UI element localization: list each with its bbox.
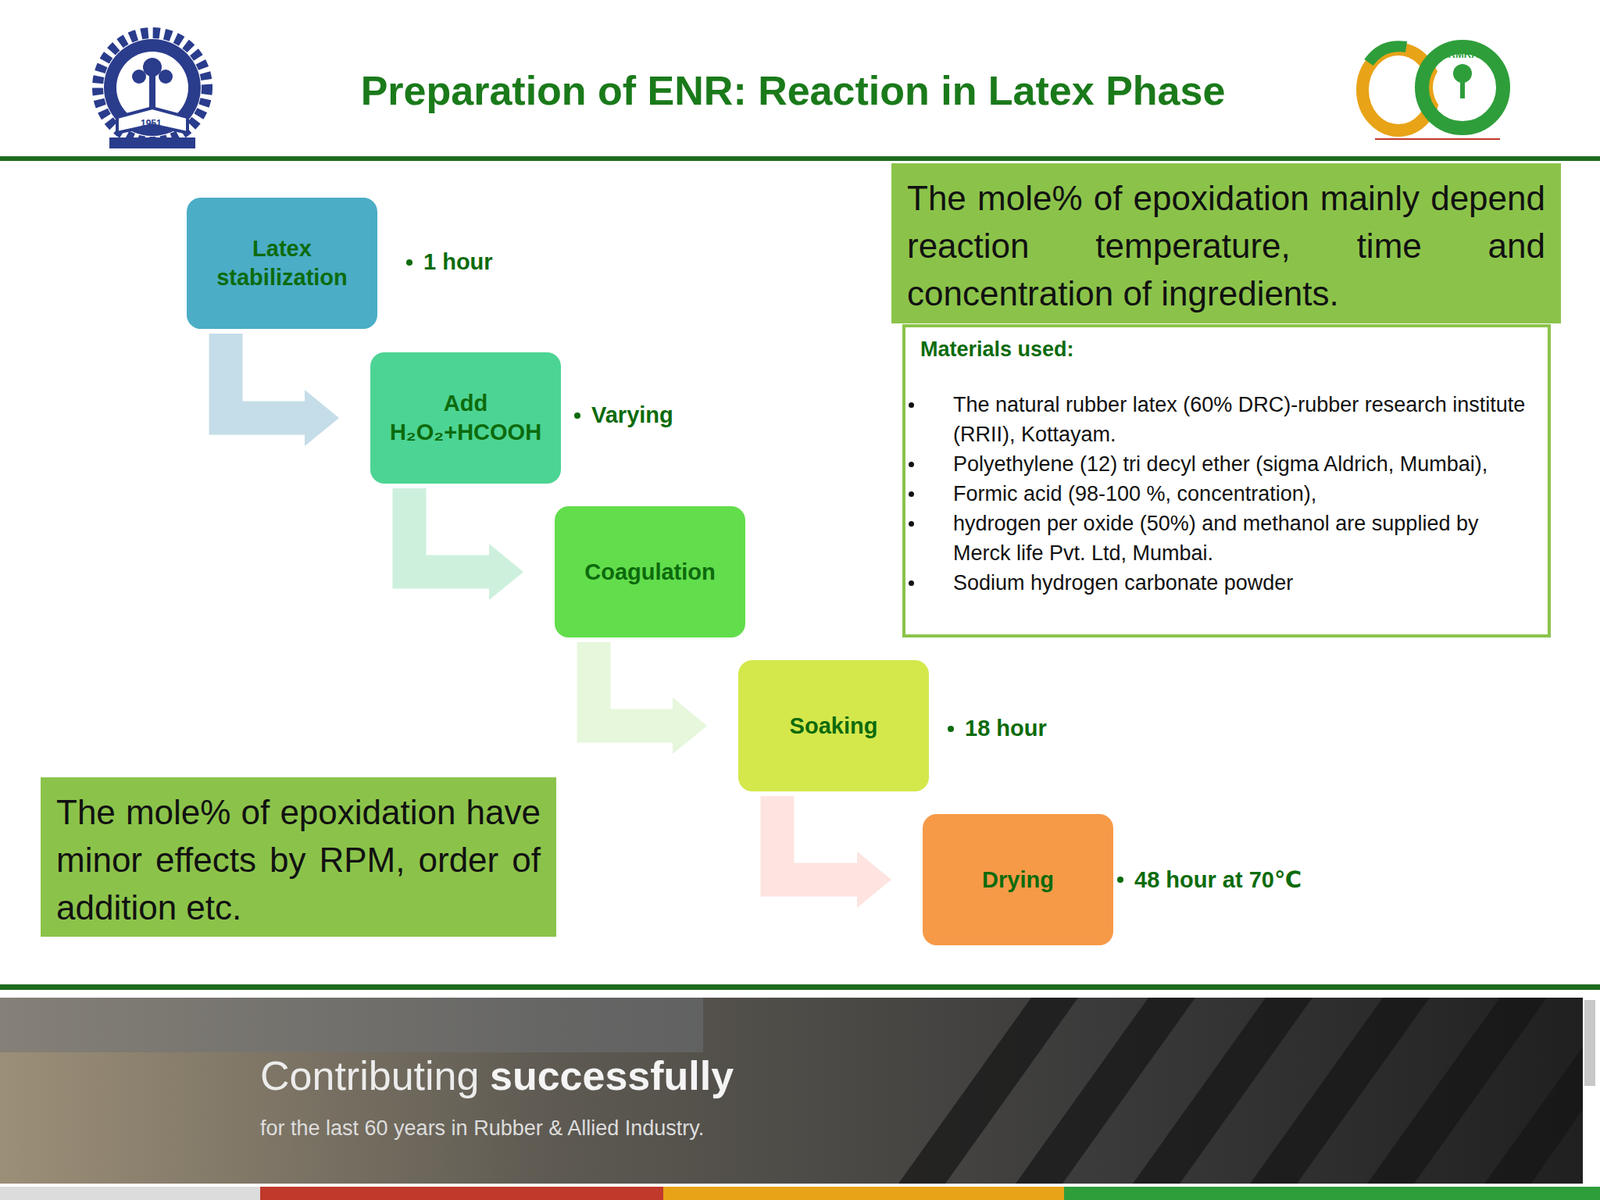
bullet-dot: [947, 725, 954, 733]
institute-logo: [97, 32, 208, 149]
bullet-note: Varying: [574, 402, 674, 429]
item-text: Sodium hydrogen carbonate powder: [953, 571, 1293, 595]
banner-text: Contributing: [260, 1051, 479, 1100]
process-box: Drying: [922, 814, 1114, 946]
arrow-head: [857, 851, 892, 908]
flow-arrow: [777, 796, 892, 908]
duration-label: 48 hour at 70℃: [1134, 866, 1302, 893]
logo-text: IRMRA: [1445, 48, 1479, 61]
slide-title: Preparation of ENR: Reaction in Latex Ph…: [0, 65, 1586, 116]
banner-text: for the last 60 years in Rubber & Allied…: [260, 1115, 704, 1141]
step-label: Add H₂O₂+HCOOH: [378, 389, 554, 447]
process-box: Add H₂O₂+HCOOH: [370, 352, 561, 484]
bullet-dot: [908, 580, 915, 586]
bullet-note: 1 hour: [406, 249, 493, 275]
bullet-dot: [908, 402, 915, 408]
flow-arrow: [225, 333, 340, 447]
banner-photo: [0, 997, 1596, 1184]
note-box: The mole% of epoxidation have minor effe…: [40, 777, 557, 937]
bullet-note: 18 hour: [947, 715, 1047, 742]
list-item: Polyethylene (12) tri decyl ether (sigma…: [905, 449, 1534, 479]
step-label: Latex stabilization: [194, 234, 370, 293]
step-label: Soaking: [789, 711, 879, 741]
list-item: The natural rubber latex (60% DRC)-rubbe…: [905, 389, 1534, 450]
flow-arrow: [593, 642, 708, 754]
note-text: The mole% of epoxidation have minor effe…: [56, 788, 541, 932]
arrow-head: [304, 389, 340, 447]
arrow-shaft: [777, 796, 858, 880]
duration-label: Varying: [591, 402, 674, 429]
bullet-dot: [908, 491, 915, 497]
process-box: Latex stabilization: [186, 197, 378, 329]
step-label: Coagulation: [584, 557, 716, 587]
arrow-shaft: [593, 642, 673, 726]
arrow-head: [489, 543, 524, 600]
logo-text: 1951: [140, 117, 162, 129]
note-box: The mole% of epoxidation mainly depend r…: [891, 163, 1561, 324]
rule-line: [0, 156, 1600, 161]
materials-list: The natural rubber latex (60% DRC)-rubbe…: [905, 389, 1534, 598]
rule-line: [0, 984, 1600, 990]
process-box: Coagulation: [554, 506, 746, 638]
bullet-dot: [1117, 876, 1124, 883]
bullet-note: 48 hour at 70℃: [1117, 866, 1302, 893]
arrow-head: [672, 697, 708, 754]
item-text: The natural rubber latex (60% DRC)-rubbe…: [953, 392, 1525, 447]
process-box: Soaking: [738, 660, 929, 792]
arrow-shaft: [225, 333, 305, 418]
step-label: Drying: [982, 865, 1054, 895]
banner-text: successfully: [489, 1051, 734, 1100]
color-strip: [0, 1186, 1600, 1200]
flow-arrow: [409, 488, 524, 600]
bullet-dot: [574, 412, 581, 419]
list-item: Formic acid (98-100 %, concentration),: [905, 478, 1534, 509]
list-item: Sodium hydrogen carbonate powder: [905, 567, 1534, 598]
bullet-dot: [908, 461, 915, 468]
item-text: Formic acid (98-100 %, concentration),: [953, 482, 1317, 506]
item-text: hydrogen per oxide (50%) and methanol ar…: [953, 511, 1479, 565]
bullet-dot: [908, 521, 915, 527]
arrow-shaft: [409, 488, 490, 572]
materials-box: Materials used: The natural rubber latex …: [902, 324, 1551, 638]
note-text: The mole% of epoxidation mainly depend r…: [907, 174, 1546, 318]
list-item: hydrogen per oxide (50%) and methanol ar…: [905, 508, 1534, 568]
duration-label: 1 hour: [423, 249, 493, 275]
jubilee-logo: [1362, 46, 1504, 140]
list-heading: Materials used:: [920, 335, 1075, 363]
duration-label: 18 hour: [964, 715, 1047, 742]
bullet-dot: [406, 259, 413, 266]
item-text: Polyethylene (12) tri decyl ether (sigma…: [953, 452, 1488, 476]
